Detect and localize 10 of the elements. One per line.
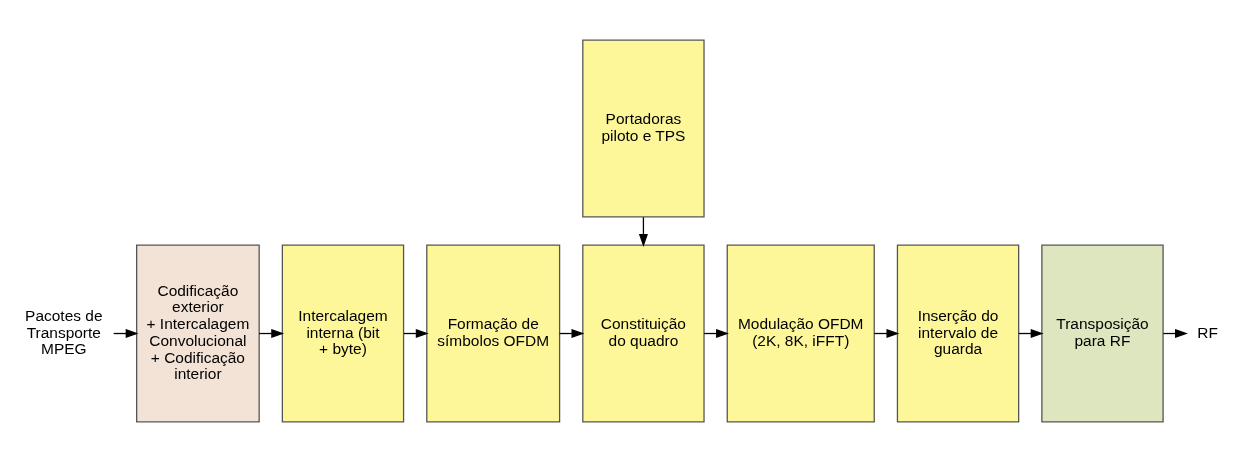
node-text: RF — [1197, 323, 1218, 341]
node-box: Inserção do intervalo de guarda — [896, 244, 1020, 422]
node-box: Transposição para RF — [1041, 244, 1164, 422]
node-text: Pacotes de Transporte MPEG — [25, 306, 103, 357]
node-box: Modulação OFDM (2K, 8K, iFFT) — [726, 244, 875, 422]
node-box: Formação de símbolos OFDM — [426, 244, 561, 422]
node-box: Codificação exterior + Intercalagem Convolucional + Codificação interior — [136, 244, 260, 422]
node-box: Portadoras piloto e TPS — [582, 39, 705, 217]
node-box: Intercalagem interna (bit + byte) — [281, 244, 405, 422]
node-box: Constituição do quadro — [582, 244, 705, 422]
